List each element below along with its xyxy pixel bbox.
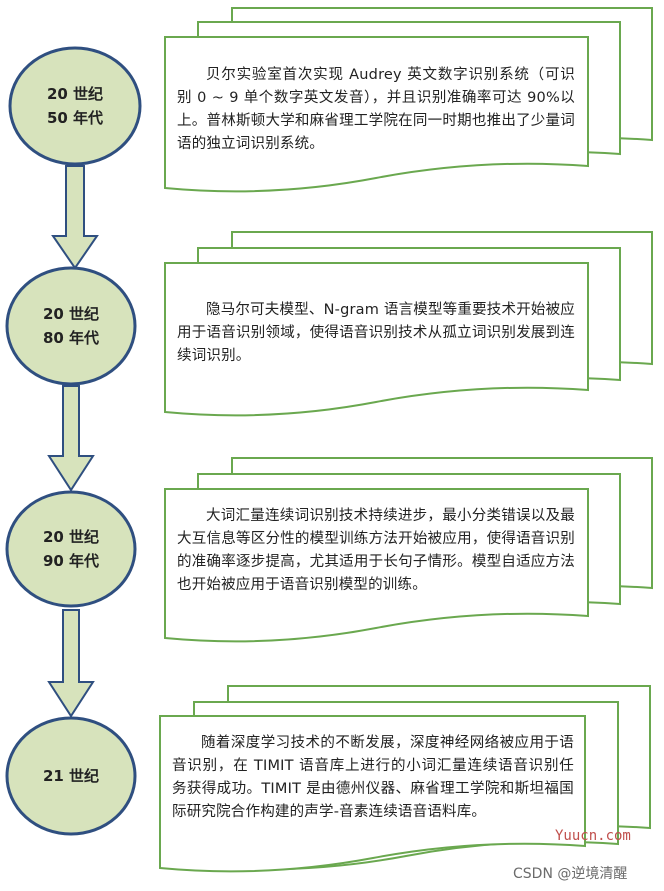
stage-4-era-label: 21 世纪 — [11, 764, 131, 788]
stage-3 — [5, 457, 653, 718]
stage-4-description: 随着深度学习技术的不断发展，深度神经网络被应用于语音识别，在 TIMIT 语音库… — [172, 735, 574, 820]
stage-2-doc-front — [164, 262, 589, 417]
stage-2-arrow — [47, 385, 95, 492]
stage-1-era-label: 20 世纪 50 年代 — [15, 82, 135, 130]
stage-1-description: 贝尔实验室首次实现 Audrey 英文数字识别系统（可识别 0 ~ 9 单个数字… — [177, 67, 575, 152]
stage-4-circle — [5, 716, 137, 836]
stage-4 — [5, 685, 651, 873]
stage-3-circle — [5, 490, 137, 608]
stage-3-doc-front — [164, 488, 589, 643]
stage-2-era-line1: 20 世纪 — [42, 305, 100, 323]
stage-1 — [8, 7, 653, 270]
stage-1-doc-front — [164, 36, 589, 193]
stage-4-era-line1: 21 世纪 — [42, 767, 100, 785]
stage-1-era-line2: 50 年代 — [46, 109, 104, 127]
stage-1-era-line1: 20 世纪 — [46, 85, 104, 103]
stage-2 — [5, 231, 653, 492]
stage-2-circle — [5, 266, 137, 386]
stage-4-doc-front — [159, 715, 586, 873]
stage-2-era-label: 20 世纪 80 年代 — [11, 302, 131, 350]
stage-3-era-line1: 20 世纪 — [42, 528, 100, 546]
stage-3-era-label: 20 世纪 90 年代 — [11, 525, 131, 573]
site-watermark: Yuucn.com — [555, 828, 631, 844]
stage-3-era-line2: 90 年代 — [42, 552, 100, 570]
stage-2-era-line2: 80 年代 — [42, 329, 100, 347]
stage-1-arrow — [51, 165, 99, 270]
stage-3-arrow — [47, 609, 95, 718]
stage-2-description: 隐马尔可夫模型、N-gram 语言模型等重要技术开始被应用于语音识别领域，使得语… — [177, 302, 575, 364]
stage-3-description: 大词汇量连续词识别技术持续进步，最小分类错误以及最大互信息等区分性的模型训练方法… — [177, 508, 575, 593]
stage-1-circle — [8, 46, 142, 166]
credit-watermark: CSDN @逆境清醒 — [513, 866, 628, 882]
